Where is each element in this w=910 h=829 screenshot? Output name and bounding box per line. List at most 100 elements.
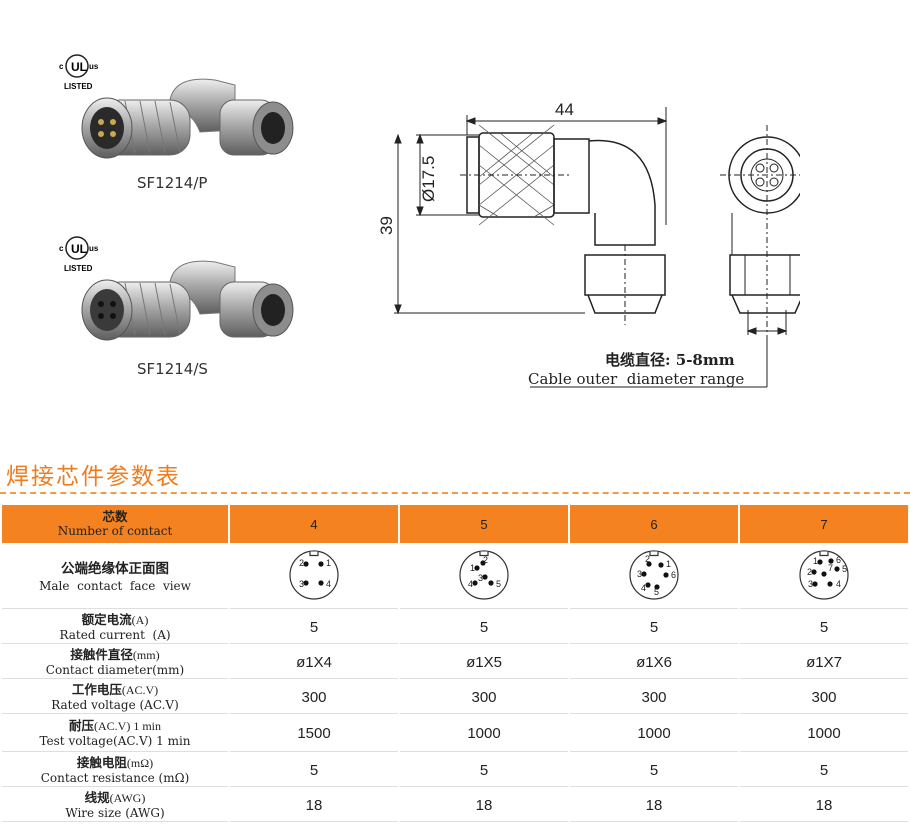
pin-number: 4 [641, 583, 646, 593]
row-label-zh: 额定电流(A) [81, 611, 149, 627]
pin-dot [812, 580, 818, 587]
product-sf1214-s: UL c us LISTED SF1214/S [55, 232, 305, 387]
pin-number: 3 [299, 579, 304, 589]
cell-value: 300 [230, 681, 398, 714]
cell-value: 1500 [230, 716, 398, 752]
cell-value: 5 [230, 754, 398, 787]
pin-dot [646, 560, 652, 567]
pin-dot [472, 579, 478, 586]
keyway-notch [649, 551, 659, 556]
insulator-outline [629, 549, 679, 600]
cell-value: 18 [230, 789, 398, 822]
pin-number: 7 [828, 563, 833, 573]
dim-height: 39 [377, 216, 396, 235]
pin-dot [658, 561, 664, 568]
cell-value: 18 [740, 789, 908, 822]
cell-value: 1000 [400, 716, 568, 752]
row-label-en: Test voltage(AC.V) 1 min [39, 734, 191, 748]
cell-value: 5 [740, 611, 908, 644]
pin-number: 2 [299, 558, 304, 568]
pin-number: 1 [813, 556, 818, 566]
pin-dot [303, 579, 309, 586]
cell-value: 5 [230, 611, 398, 644]
header-label-en: Number of contact [57, 524, 173, 538]
svg-text:c: c [59, 62, 64, 71]
cell-value: 5 [570, 754, 738, 787]
row-label-en: Contact diameter(mm) [45, 662, 185, 677]
svg-text:LISTED: LISTED [64, 82, 93, 91]
connector-photo-socket [81, 260, 294, 341]
table-row-rated-voltage: 工作电压(AC.V) Rated voltage (AC.V) 300 300 … [2, 681, 908, 714]
keyway-notch [309, 551, 319, 556]
dim-diameter: Ø17.5 [419, 156, 438, 202]
pin-number: 3 [637, 569, 642, 579]
cell-value: ø1X4 [230, 646, 398, 679]
table-row-test-voltage: 耐压(AC.V) 1 min Test voltage(AC.V) 1 min … [2, 716, 908, 752]
pin-number: 1 [326, 558, 331, 568]
row-label-en: Male contact face view [39, 579, 191, 593]
row-label-cell: 线规(AWG) Wire size (AWG) [2, 789, 228, 822]
pin-number: 2 [645, 554, 650, 564]
row-label-zh: 接触电阻(mΩ) [76, 754, 154, 770]
row-label-zh: 公端绝缘体正面图 [61, 561, 169, 577]
pin-dot [480, 559, 486, 566]
svg-text:c: c [59, 244, 64, 253]
row-label-zh: 接触件直径(mm) [70, 646, 160, 662]
cell-value: ø1X5 [400, 646, 568, 679]
pin-dot [834, 565, 840, 572]
insulator-outline [289, 549, 339, 600]
pin-number: 1 [470, 563, 475, 573]
pin-number: 1 [666, 559, 671, 569]
pin-dot [827, 580, 833, 587]
pin-number: 5 [496, 579, 501, 589]
pin-number: 2 [807, 567, 812, 577]
row-label-en: Rated voltage (AC.V) [51, 697, 179, 712]
pin-dot [474, 564, 480, 571]
keyway-notch [819, 551, 829, 556]
table-row-contact-resistance: 接触电阻(mΩ) Contact resistance (mΩ) 5 5 5 5 [2, 754, 908, 787]
dim-length: 44 [555, 100, 574, 119]
pin-dot [488, 579, 494, 586]
pin-number: 4 [836, 579, 841, 589]
header-value: 6 [570, 505, 738, 543]
header-value: 5 [400, 505, 568, 543]
pin-number: 4 [468, 579, 473, 589]
pin-number: 3 [478, 573, 483, 583]
cell-value: 5 [740, 754, 908, 787]
header-value: 7 [740, 505, 908, 543]
cell-value: ø1X7 [740, 646, 908, 679]
header-label-zh: 芯数 [102, 509, 128, 524]
ul-text: UL [71, 60, 87, 74]
pin-dot [318, 579, 324, 586]
pin-dot [641, 570, 647, 577]
table-row-wire-size: 线规(AWG) Wire size (AWG) 18 18 18 18 [2, 789, 908, 822]
svg-text:us: us [89, 62, 99, 71]
row-label-cell: 公端绝缘体正面图 Male contact face view [2, 545, 228, 609]
table-header-row: 芯数 Number of contact 4 5 6 7 [2, 505, 908, 543]
cell-value: 1000 [570, 716, 738, 752]
pin-number: 5 [654, 587, 659, 597]
header-label-cell: 芯数 Number of contact [2, 505, 228, 543]
row-label-cell: 接触电阻(mΩ) Contact resistance (mΩ) [2, 754, 228, 787]
cell-value: 18 [400, 789, 568, 822]
pin-dot [828, 557, 834, 564]
ul-listed-logo: UL c us LISTED [59, 54, 99, 91]
pin-dot [645, 581, 651, 588]
pin-dot [303, 560, 309, 567]
pin-dot [817, 558, 823, 565]
product-label-plug: SF1214/P [137, 174, 208, 192]
svg-text:LISTED: LISTED [64, 264, 93, 273]
row-label-zh: 耐压(AC.V) 1 min [68, 718, 161, 733]
pin-dot [654, 583, 660, 590]
pin-number: 5 [842, 564, 847, 574]
row-label-cell: 接触件直径(mm) Contact diameter(mm) [2, 646, 228, 679]
cell-value: 1000 [740, 716, 908, 752]
svg-text:us: us [89, 244, 99, 253]
